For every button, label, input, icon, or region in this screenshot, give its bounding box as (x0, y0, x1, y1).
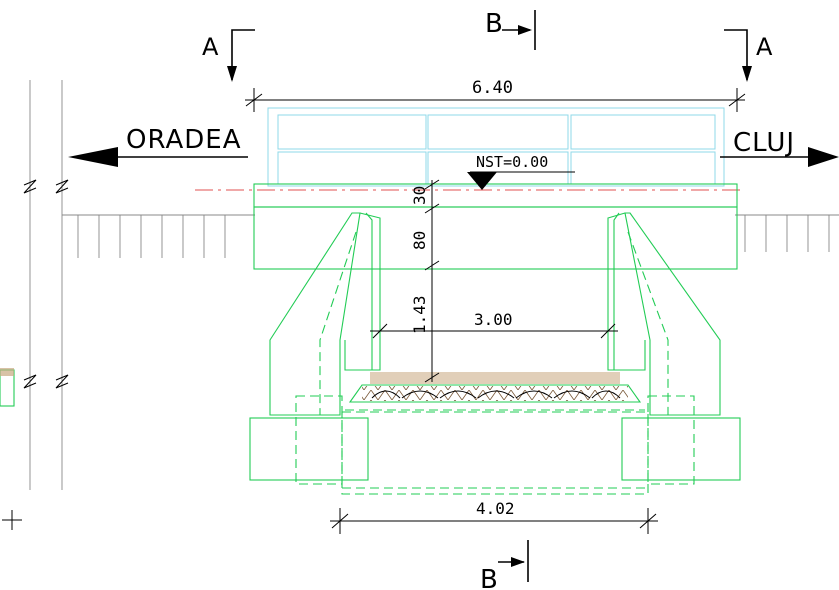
railing (267, 107, 725, 187)
svg-text:6.40: 6.40 (472, 78, 513, 98)
section-mark-b-top: B (485, 9, 536, 50)
section-mark-b-bottom: B (480, 540, 529, 590)
svg-text:ORADEA: ORADEA (126, 125, 242, 155)
svg-text:B: B (485, 9, 503, 39)
ground-line (62, 214, 839, 258)
svg-text:30: 30 (410, 186, 429, 205)
svg-text:1.43: 1.43 (410, 295, 429, 334)
svg-text:CLUJ: CLUJ (733, 128, 795, 158)
svg-text:3.00: 3.00 (474, 310, 513, 329)
svg-text:A: A (202, 33, 219, 61)
section-mark-a-left: A (202, 29, 255, 82)
invert-slab (345, 372, 645, 411)
section-mark-a-right: A (724, 29, 773, 82)
svg-text:NST=0.00: NST=0.00 (476, 153, 548, 171)
svg-text:4.02: 4.02 (476, 499, 515, 518)
left-road-edge (0, 80, 69, 530)
foundations (249, 395, 741, 495)
left-abutment (269, 212, 381, 416)
level-mark-nst: NST=0.00 (467, 153, 575, 190)
dim-total-width: 6.40 (245, 78, 746, 112)
right-abutment (607, 212, 721, 416)
dim-vertical-chain: 30 80 1.43 (410, 179, 440, 383)
direction-cluj: CLUJ (720, 128, 839, 167)
svg-text:B: B (480, 565, 498, 590)
svg-text:A: A (756, 33, 773, 61)
dim-foundation-span: 4.02 (330, 499, 658, 534)
svg-text:80: 80 (410, 231, 429, 250)
direction-oradea: ORADEA (68, 125, 248, 167)
deck-slab (253, 183, 738, 270)
dim-clear-span: 3.00 (370, 310, 618, 339)
